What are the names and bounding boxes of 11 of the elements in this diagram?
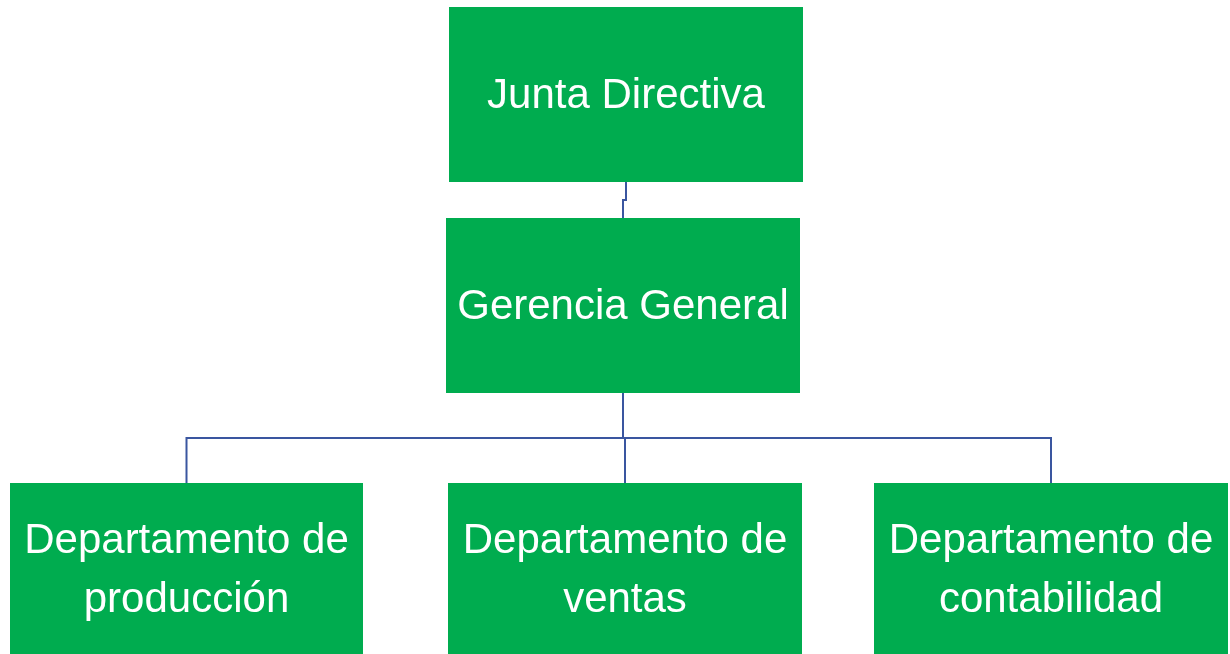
connector-line (622, 181, 627, 219)
org-box (874, 483, 1228, 654)
box-label: Junta Directiva (487, 69, 765, 120)
org-box (446, 218, 800, 393)
box-label: Departamento de producción (23, 513, 350, 623)
box-label: Departamento de ventas (461, 513, 789, 623)
box-label: Gerencia General (457, 280, 789, 331)
org-box (448, 483, 802, 654)
box-label: Departamento de contabilidad (887, 513, 1215, 623)
org-box (10, 483, 363, 654)
org-box (449, 7, 803, 182)
